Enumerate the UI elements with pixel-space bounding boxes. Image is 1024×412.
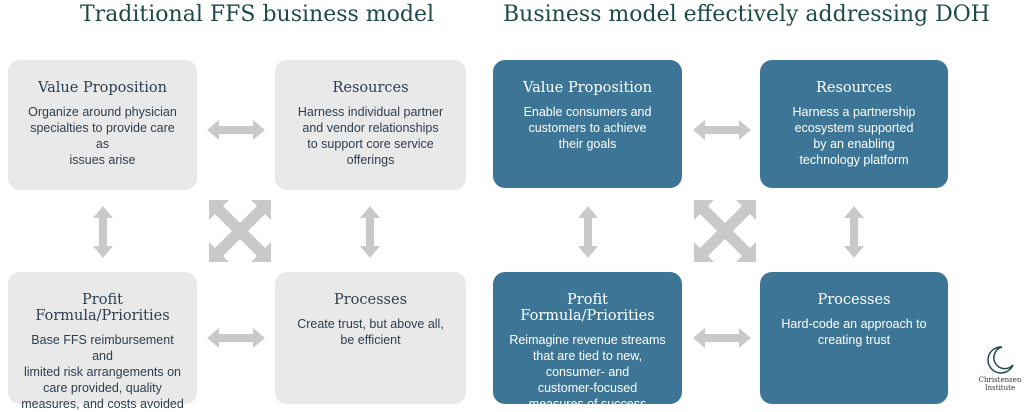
card-title: Value Proposition: [38, 80, 167, 96]
card-title: Profit Formula/Priorities: [35, 292, 170, 324]
left-profit-formula-card: Profit Formula/Priorities Base FFS reimb…: [8, 272, 197, 411]
card-title: Resources: [332, 80, 409, 96]
right-profit-formula-card: Profit Formula/Priorities Reimagine reve…: [493, 272, 682, 411]
double-arrow-vertical-icon: [574, 204, 602, 260]
card-title: Processes: [817, 292, 891, 308]
card-description: Hard-code an approach to creating trust: [781, 317, 927, 347]
left-resources-card: Resources Harness individual partner and…: [275, 60, 466, 190]
double-arrow-horizontal-icon: [205, 116, 267, 144]
card-title: Resources: [815, 80, 893, 96]
double-arrow-vertical-icon: [356, 204, 384, 260]
logo-text: Christensen Institute: [978, 376, 1022, 392]
left-model-heading: Traditional FFS business model: [80, 2, 435, 27]
card-description: Enable consumers and customers to achiev…: [523, 105, 652, 151]
double-arrow-horizontal-icon: [691, 324, 753, 352]
card-description: Base FFS reimbursement and limited risk …: [21, 333, 184, 411]
card-title: Value Proposition: [523, 80, 652, 96]
right-model-heading: Business model effectively addressing DO…: [503, 2, 990, 27]
right-value-proposition-card: Value Proposition Enable consumers and c…: [493, 60, 682, 188]
double-arrow-vertical-icon: [840, 204, 868, 260]
double-arrow-horizontal-icon: [691, 116, 753, 144]
card-description: Harness a partnership ecosystem supporte…: [792, 105, 916, 167]
cross-arrows-icon: [207, 198, 273, 264]
christensen-institute-logo: Christensen Institute: [978, 345, 1022, 392]
card-description: Create trust, but above all, be efficien…: [297, 317, 444, 347]
card-description: Harness individual partner and vendor re…: [297, 105, 444, 167]
right-processes-card: Processes Hard-code an approach to creat…: [760, 272, 948, 404]
right-resources-card: Resources Harness a partnership ecosyste…: [760, 60, 948, 188]
card-description: Organize around physician specialties to…: [28, 105, 177, 167]
left-processes-card: Processes Create trust, but above all, b…: [275, 272, 466, 404]
card-title: Processes: [333, 292, 408, 308]
cross-arrows-icon: [692, 198, 758, 264]
double-arrow-vertical-icon: [89, 204, 117, 260]
card-description: Reimagine revenue streams that are tied …: [509, 333, 666, 411]
double-arrow-horizontal-icon: [205, 324, 267, 352]
crescent-logo-icon: [987, 346, 1014, 374]
left-value-proposition-card: Value Proposition Organize around physic…: [8, 60, 197, 190]
card-title: Profit Formula/Priorities: [520, 292, 655, 324]
